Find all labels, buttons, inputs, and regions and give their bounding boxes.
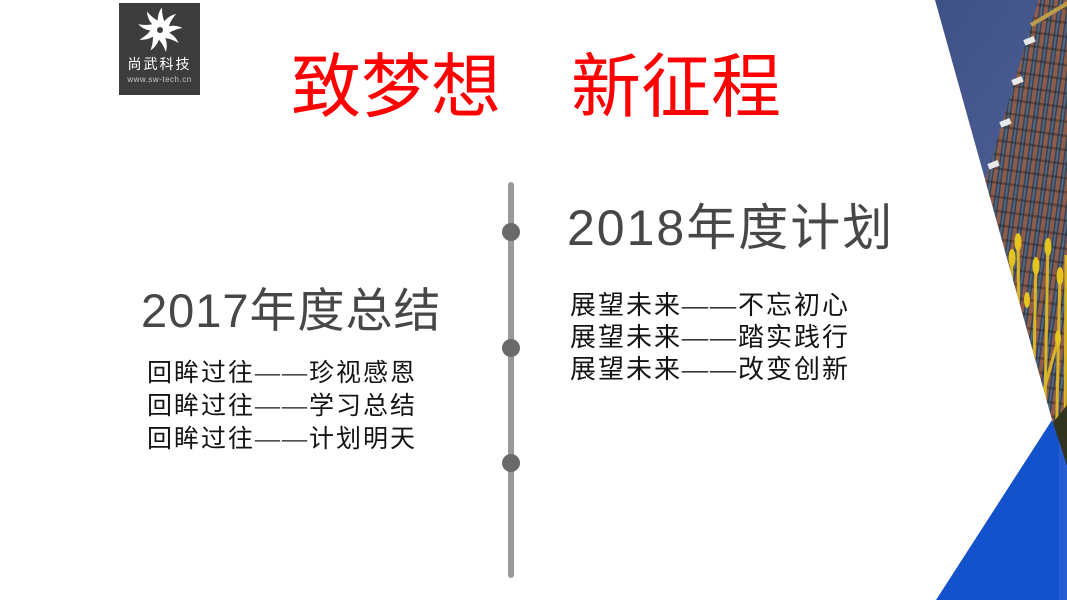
slide-title: 致梦想 新征程 <box>291 50 781 127</box>
sculpture-buds <box>1001 233 1064 346</box>
section-heading-2018: 2018年度计划 <box>567 200 895 256</box>
section-list-2018: 展望未来——不忘初心 展望未来——踏实践行 展望未来——改变创新 <box>570 290 850 386</box>
company-logo: 尚武科技 www.sw-tech.cn <box>119 3 200 95</box>
company-website: www.sw-tech.cn <box>127 75 192 84</box>
timeline-dot-3 <box>502 454 520 472</box>
blue-triangle-edge <box>1059 441 1067 600</box>
sky <box>935 0 1067 470</box>
list-item: 展望未来——踏实践行 <box>570 323 851 352</box>
list-item: 展望未来——不忘初心 <box>570 291 851 320</box>
bushes <box>1036 405 1067 470</box>
timeline-dot-2 <box>502 339 520 357</box>
yellow-sculpture <box>1003 234 1067 469</box>
timeline-dot-1 <box>502 223 520 241</box>
list-item: 回眸过往——学习总结 <box>147 393 418 420</box>
section-list-2017: 回眸过往——珍视感恩 回眸过往——学习总结 回眸过往——计划明天 <box>147 357 417 456</box>
building-signage <box>978 35 1036 206</box>
building-roof-crown <box>1029 1 1067 27</box>
section-heading-2017: 2017年度总结 <box>141 284 442 337</box>
company-name: 尚武科技 <box>127 56 192 72</box>
blue-triangle <box>936 420 1067 600</box>
list-item: 回眸过往——珍视感恩 <box>147 360 418 387</box>
list-item: 展望未来——改变创新 <box>570 355 851 384</box>
building-photo <box>935 0 1067 470</box>
list-item: 回眸过往——计划明天 <box>147 426 418 453</box>
building-floors <box>935 0 1067 470</box>
pinwheel-icon <box>137 8 182 52</box>
building <box>935 0 1067 470</box>
timeline-line <box>508 182 514 578</box>
